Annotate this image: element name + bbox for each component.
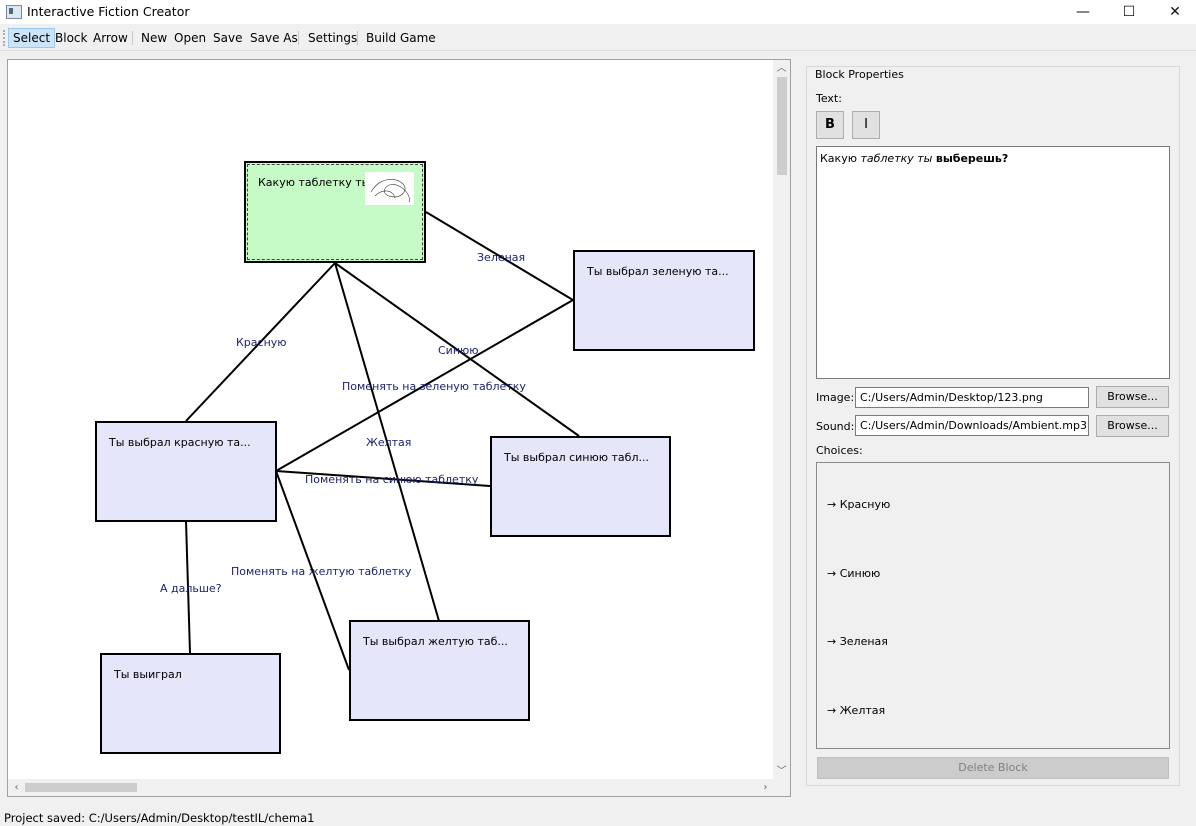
block-properties-panel [806,66,1180,786]
edge-label-change-yellow[interactable]: Поменять на желтую таблетку [231,565,412,578]
sound-browse-button[interactable]: Browse... [1096,415,1169,437]
horizontal-scroll-thumb[interactable] [25,783,137,792]
toolbar-separator [298,31,299,45]
scroll-down-icon[interactable]: ﹀ [776,766,787,777]
toolbar-separator [132,31,133,45]
graph-canvas[interactable]: Какую таблетку ты вы... Ты выбрал зелену… [8,60,774,780]
image-label: Image: [816,391,855,404]
close-button[interactable]: ✕ [1169,4,1181,20]
toolbar-separator [357,31,358,45]
story-block-red[interactable]: Ты выбрал красную та... [95,421,277,522]
connection-lines [185,211,580,671]
title-bar: Interactive Fiction Creator — ☐ ✕ [0,0,1196,24]
new-button[interactable]: New [141,31,168,45]
maximize-button[interactable]: ☐ [1122,4,1136,20]
block-text: Ты выбрал зеленую та... [587,265,729,278]
edge-label-red[interactable]: Красную [236,336,287,349]
text-run-bold: выберешь? [935,152,1009,165]
edge-line-green [425,211,574,301]
image-browse-button[interactable]: Browse... [1096,386,1169,408]
build-game-button[interactable]: Build Game [366,31,436,45]
story-block-yellow[interactable]: Ты выбрал желтую таб... [349,620,530,721]
toolbar: Select Block Arrow New Open Save Save As… [0,26,1196,51]
choice-item[interactable]: → Синюю [827,567,881,580]
story-block-blue[interactable]: Ты выбрал синюю табл... [490,436,671,537]
horizontal-scrollbar[interactable]: ‹ › [8,779,774,796]
choices-list[interactable]: → Красную → Синюю → Зеленая → Желтая [816,462,1170,749]
edge-label-blue[interactable]: Синюю [438,344,479,357]
text-run-italic: таблетку ты [860,152,933,165]
app-icon [6,5,22,19]
delete-block-button[interactable]: Delete Block [817,757,1169,779]
choice-item[interactable]: → Желтая [827,704,886,717]
status-bar: Project saved: C:/Users/Admin/Desktop/te… [0,808,1196,826]
vertical-scroll-thumb[interactable] [777,77,787,175]
graph-canvas-view[interactable]: Какую таблетку ты вы... Ты выбрал зелену… [7,59,791,797]
scroll-corner [773,779,790,796]
open-button[interactable]: Open [174,31,207,45]
story-block-win[interactable]: Ты выиграл [100,653,281,754]
edge-line-yellow [334,262,440,622]
status-message: Project saved: C:/Users/Admin/Desktop/te… [4,811,315,825]
block-text: Ты выбрал красную та... [109,436,251,449]
edge-line-red [185,262,336,422]
scroll-left-icon[interactable]: ‹ [14,782,19,793]
edge-label-change-blue[interactable]: Поменять на синюю таблетку [305,473,479,486]
block-text-editor[interactable]: Какую таблетку ты выберешь? [816,146,1170,379]
edge-label-next[interactable]: А дальше? [160,582,222,595]
text-label: Text: [816,92,842,105]
block-text: Ты выиграл [114,668,182,681]
story-block-green[interactable]: Ты выбрал зеленую та... [573,250,755,351]
block-text: Какую таблетку ты вы... [258,176,400,189]
block-properties-title: Block Properties [814,68,905,81]
choice-item[interactable]: → Зеленая [827,635,888,648]
edge-line-change-blue [275,470,491,487]
block-image-thumbnail [365,172,414,205]
edge-line-change-yellow [275,470,350,671]
save-as-button[interactable]: Save As [250,31,298,45]
text-run-plain: Какую [820,152,861,165]
toolbar-grip[interactable] [3,30,7,46]
story-block-start[interactable]: Какую таблетку ты вы... [244,161,426,263]
edge-line-blue [334,262,580,437]
edge-label-yellow[interactable]: Желтая [366,436,412,449]
image-path-field[interactable]: C:/Users/Admin/Desktop/123.png [855,387,1089,408]
edge-label-green[interactable]: Зеленая [477,251,526,264]
edge-line-next [185,520,191,654]
minimize-button[interactable]: — [1076,4,1090,20]
sound-label: Sound: [816,420,855,433]
arrow-tool-button[interactable]: Arrow [93,31,128,45]
block-text: Ты выбрал синюю табл... [504,451,649,464]
block-text: Ты выбрал желтую таб... [363,635,508,648]
choice-item[interactable]: → Красную [827,498,891,511]
settings-button[interactable]: Settings [308,31,358,45]
save-button[interactable]: Save [213,31,243,45]
edge-label-change-green[interactable]: Поменять на зеленую таблетку [342,380,526,393]
select-tool-button[interactable]: Select [8,28,56,48]
choices-label: Choices: [816,444,863,457]
vertical-scrollbar[interactable]: ︿ ﹀ [773,60,790,780]
bold-button[interactable]: B [816,111,844,139]
edge-line-change-green [275,299,574,472]
italic-button[interactable]: I [852,111,880,139]
window-title: Interactive Fiction Creator [27,4,190,19]
block-tool-button[interactable]: Block [55,31,88,45]
scroll-up-icon[interactable]: ︿ [776,63,787,74]
sound-path-field[interactable]: C:/Users/Admin/Downloads/Ambient.mp3 [855,415,1089,436]
scroll-right-icon[interactable]: › [763,782,768,793]
